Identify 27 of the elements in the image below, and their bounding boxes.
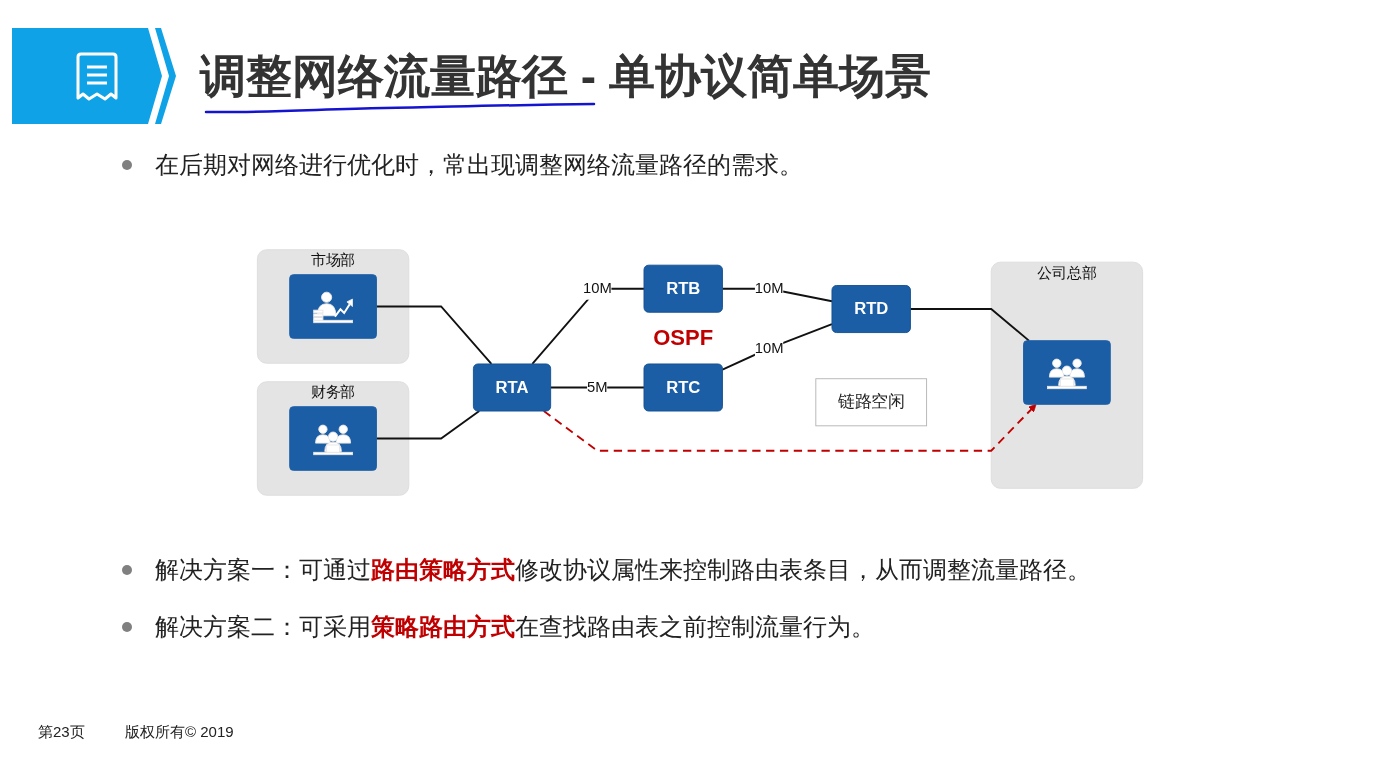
bullet-text: 在后期对网络进行优化时，常出现调整网络流量路径的需求。 <box>155 150 803 180</box>
footer-text: 版权所有© 2019 <box>125 722 234 742</box>
edge-label: 10M <box>754 280 784 297</box>
node-box: RTA <box>472 363 552 412</box>
node-box: RTB <box>643 264 723 313</box>
bullet-text: 解决方案二：可采用策略路由方式在查找路由表之前控制流量行为。 <box>155 612 875 642</box>
cluster: 市场部 <box>256 249 410 364</box>
node-box: RTD <box>831 285 911 334</box>
node-picture <box>289 406 377 471</box>
protocol-label: OSPF <box>653 325 714 352</box>
connector <box>909 308 1030 342</box>
arrow <box>542 404 1037 452</box>
slide-title: 调整网络流量路径 - 单协议简单场景 <box>200 49 931 104</box>
node-box: 链路空闲 <box>815 378 928 427</box>
connector <box>375 410 481 440</box>
edge-label: 10M <box>754 339 784 356</box>
footer-text: 第23页 <box>38 722 85 742</box>
node-picture <box>1023 340 1111 405</box>
edge-label: 5M <box>587 379 608 395</box>
edge-label: 10M <box>582 280 612 297</box>
node-box: RTC <box>643 363 723 412</box>
node-picture <box>289 274 377 339</box>
connector <box>721 323 833 371</box>
cluster: 公司总部 <box>990 261 1144 489</box>
cluster: 财务部 <box>256 381 410 496</box>
connector <box>375 305 493 365</box>
bullet-text: 解决方案一：可通过路由策略方式修改协议属性来控制路由表条目，从而调整流量路径。 <box>155 555 1091 585</box>
